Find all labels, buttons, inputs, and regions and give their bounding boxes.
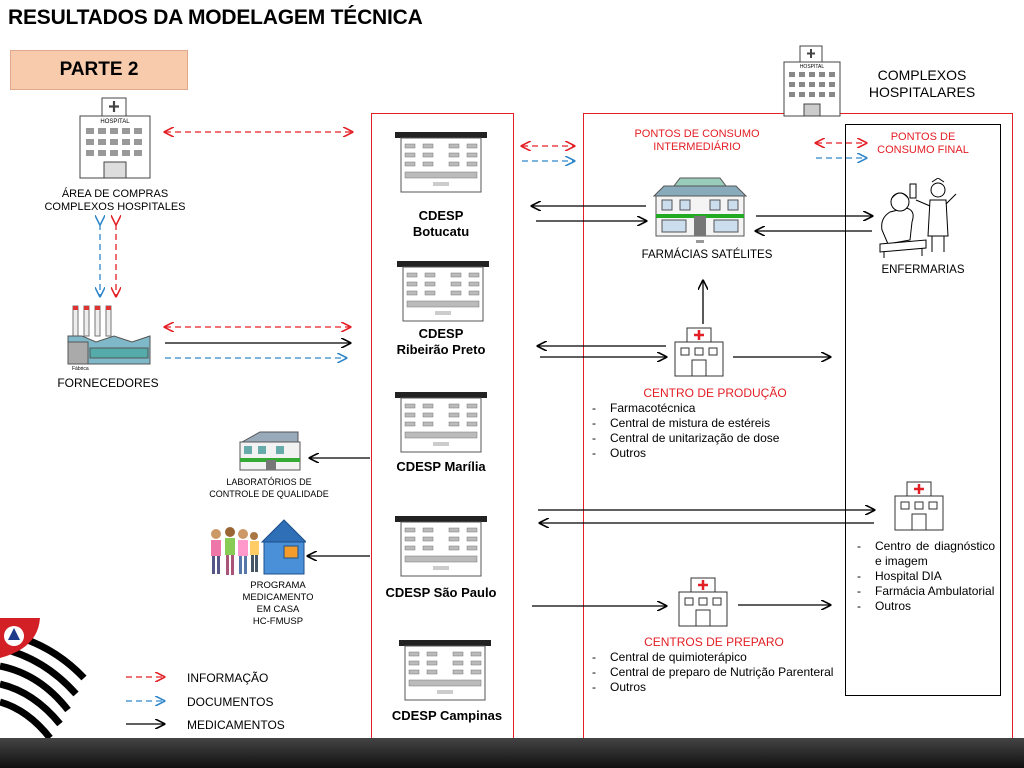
- cdesp-building-icon: [395, 516, 487, 577]
- area-compras-line2: COMPLEXOS HOSPITALES: [44, 201, 186, 213]
- programa-line2: MEDICAMENTO: [242, 592, 314, 603]
- cdesp-sao-paulo-label: CDESP São Paulo: [385, 585, 497, 600]
- list-item: Hospital DIA: [855, 569, 995, 584]
- cdesp-building-4: [397, 640, 493, 707]
- hospital-icon: HOSPITAL: [783, 45, 841, 117]
- programa-label: PROGRAMA MEDICAMENTO EM CASA HC-FMUSP: [228, 580, 328, 628]
- cdesp-botucatu-line2: Botucatu: [412, 224, 470, 239]
- factory-icon: Fábrica: [67, 305, 151, 372]
- pontos-intermediario-line2: INTERMEDIÁRIO: [653, 141, 741, 153]
- pontos-final-line2: CONSUMO FINAL: [877, 144, 969, 156]
- enfermarias-label: ENFERMARIAS: [881, 264, 965, 276]
- home-care-people-house-icon: [211, 519, 306, 575]
- programa-line1: PROGRAMA: [250, 580, 306, 591]
- cdesp-marilia-label: CDESP Marília: [396, 459, 486, 474]
- centros-preparo-title: CENTROS DE PREPARO: [644, 635, 784, 649]
- hospital-sign: HOSPITAL: [800, 64, 825, 70]
- list-item: Central de preparo de Nutrição Parentera…: [590, 665, 838, 680]
- list-item: Outros: [590, 680, 838, 695]
- programa-line4: HC-FMUSP: [252, 616, 304, 627]
- list-item: Outros: [855, 599, 995, 614]
- area-hospital-sign: HOSPITAL: [100, 119, 130, 125]
- sao-paulo-flag-decoration: [0, 618, 130, 742]
- consumo-final-frame: [845, 124, 1001, 696]
- cdesp-building-0: [393, 132, 489, 199]
- centros-preparo-list: Central de quimioterápico Central de pre…: [590, 650, 838, 695]
- nurse-patient-icon: [879, 178, 957, 258]
- list-item: Outros: [590, 446, 840, 461]
- area-compras-label: ÁREA DE COMPRAS COMPLEXOS HOSPITALES: [30, 188, 200, 214]
- list-item: Farmacotécnica: [590, 401, 840, 416]
- cdesp-building-icon: [395, 132, 487, 193]
- centros-preparo-block: CENTROS DE PREPARO Central de quimioterá…: [590, 635, 838, 695]
- laboratorios-line1: LABORATÓRIOS DE: [226, 477, 312, 487]
- list-item: Central de quimioterápico: [590, 650, 838, 665]
- programa-line3: EM CASA: [256, 604, 300, 615]
- pontos-final-line1: PONTOS DE: [890, 131, 956, 143]
- footer-bar: [0, 738, 1024, 768]
- page-title: RESULTADOS DA MODELAGEM TÉCNICA: [8, 6, 423, 29]
- centro-producao-block: CENTRO DE PRODUÇÃO Farmacotécnica Centra…: [590, 386, 840, 461]
- cdesp-building-2: [393, 392, 489, 459]
- pontos-intermediario-label: PONTOS DE CONSUMO INTERMEDIÁRIO: [612, 128, 782, 154]
- complexos-hospitalares-label: COMPLEXOS HOSPITALARES: [848, 67, 996, 101]
- legend-informacao: INFORMAÇÃO: [187, 671, 269, 685]
- list-item: Centro de diagnóstico e imagem: [855, 539, 995, 569]
- list-item: Farmácia Ambulatorial: [855, 584, 995, 599]
- centro-producao-list: Farmacotécnica Central de mistura de est…: [590, 401, 840, 461]
- preparo-center-clinic-icon: [678, 577, 728, 627]
- cdesp-building-icon: [397, 261, 489, 322]
- centro-producao-title: CENTRO DE PRODUÇÃO: [643, 386, 787, 400]
- laboratorios-label: LABORATÓRIOS DE CONTROLE DE QUALIDADE: [196, 476, 342, 500]
- cdesp-ribeirao-line1: CDESP: [418, 326, 464, 341]
- complexos-line2: HOSPITALARES: [868, 84, 976, 100]
- laboratory-building-icon: [239, 431, 301, 471]
- farmacias-label: FARMÁCIAS SATÉLITES: [641, 249, 773, 261]
- cdesp-botucatu-line1: CDESP: [418, 208, 464, 223]
- factory-label: Fábrica: [72, 366, 89, 372]
- cdesp-building-1: [395, 261, 491, 328]
- area-compras-hospital-icon: HOSPITAL: [79, 97, 151, 179]
- legend-medicamentos: MEDICAMENTOS: [187, 718, 285, 732]
- cdesp-ribeirao-label: CDESP Ribeirão Preto: [374, 326, 508, 358]
- cdesp-botucatu-label: CDESP Botucatu: [374, 208, 508, 240]
- cdesp-building-icon: [399, 640, 491, 701]
- legend-documentos: DOCUMENTOS: [187, 695, 274, 709]
- production-center-clinic-icon: [674, 327, 724, 377]
- cdesp-ribeirao-line2: Ribeirão Preto: [396, 342, 486, 357]
- pontos-intermediario-line1: PONTOS DE CONSUMO: [634, 128, 760, 140]
- list-item: Central de unitarização de dose: [590, 431, 840, 446]
- final-items-block: Centro de diagnóstico e imagem Hospital …: [855, 539, 995, 614]
- complexos-line1: COMPLEXOS: [877, 67, 967, 83]
- laboratorios-line2: CONTROLE DE QUALIDADE: [209, 489, 329, 499]
- fornecedores-label: FORNECEDORES: [57, 376, 159, 390]
- cdesp-building-3: [393, 516, 489, 583]
- pontos-final-label: PONTOS DE CONSUMO FINAL: [850, 131, 996, 157]
- area-compras-line1: ÁREA DE COMPRAS: [61, 188, 169, 200]
- final-items-list: Centro de diagnóstico e imagem Hospital …: [855, 539, 995, 614]
- final-consumption-clinic-icon: [894, 481, 944, 531]
- cdesp-campinas-label: CDESP Campinas: [391, 708, 503, 723]
- cdesp-building-icon: [395, 392, 487, 453]
- parte-badge: PARTE 2: [10, 50, 188, 90]
- pharmacy-building-icon: [652, 177, 748, 243]
- list-item: Central de mistura de estéreis: [590, 416, 840, 431]
